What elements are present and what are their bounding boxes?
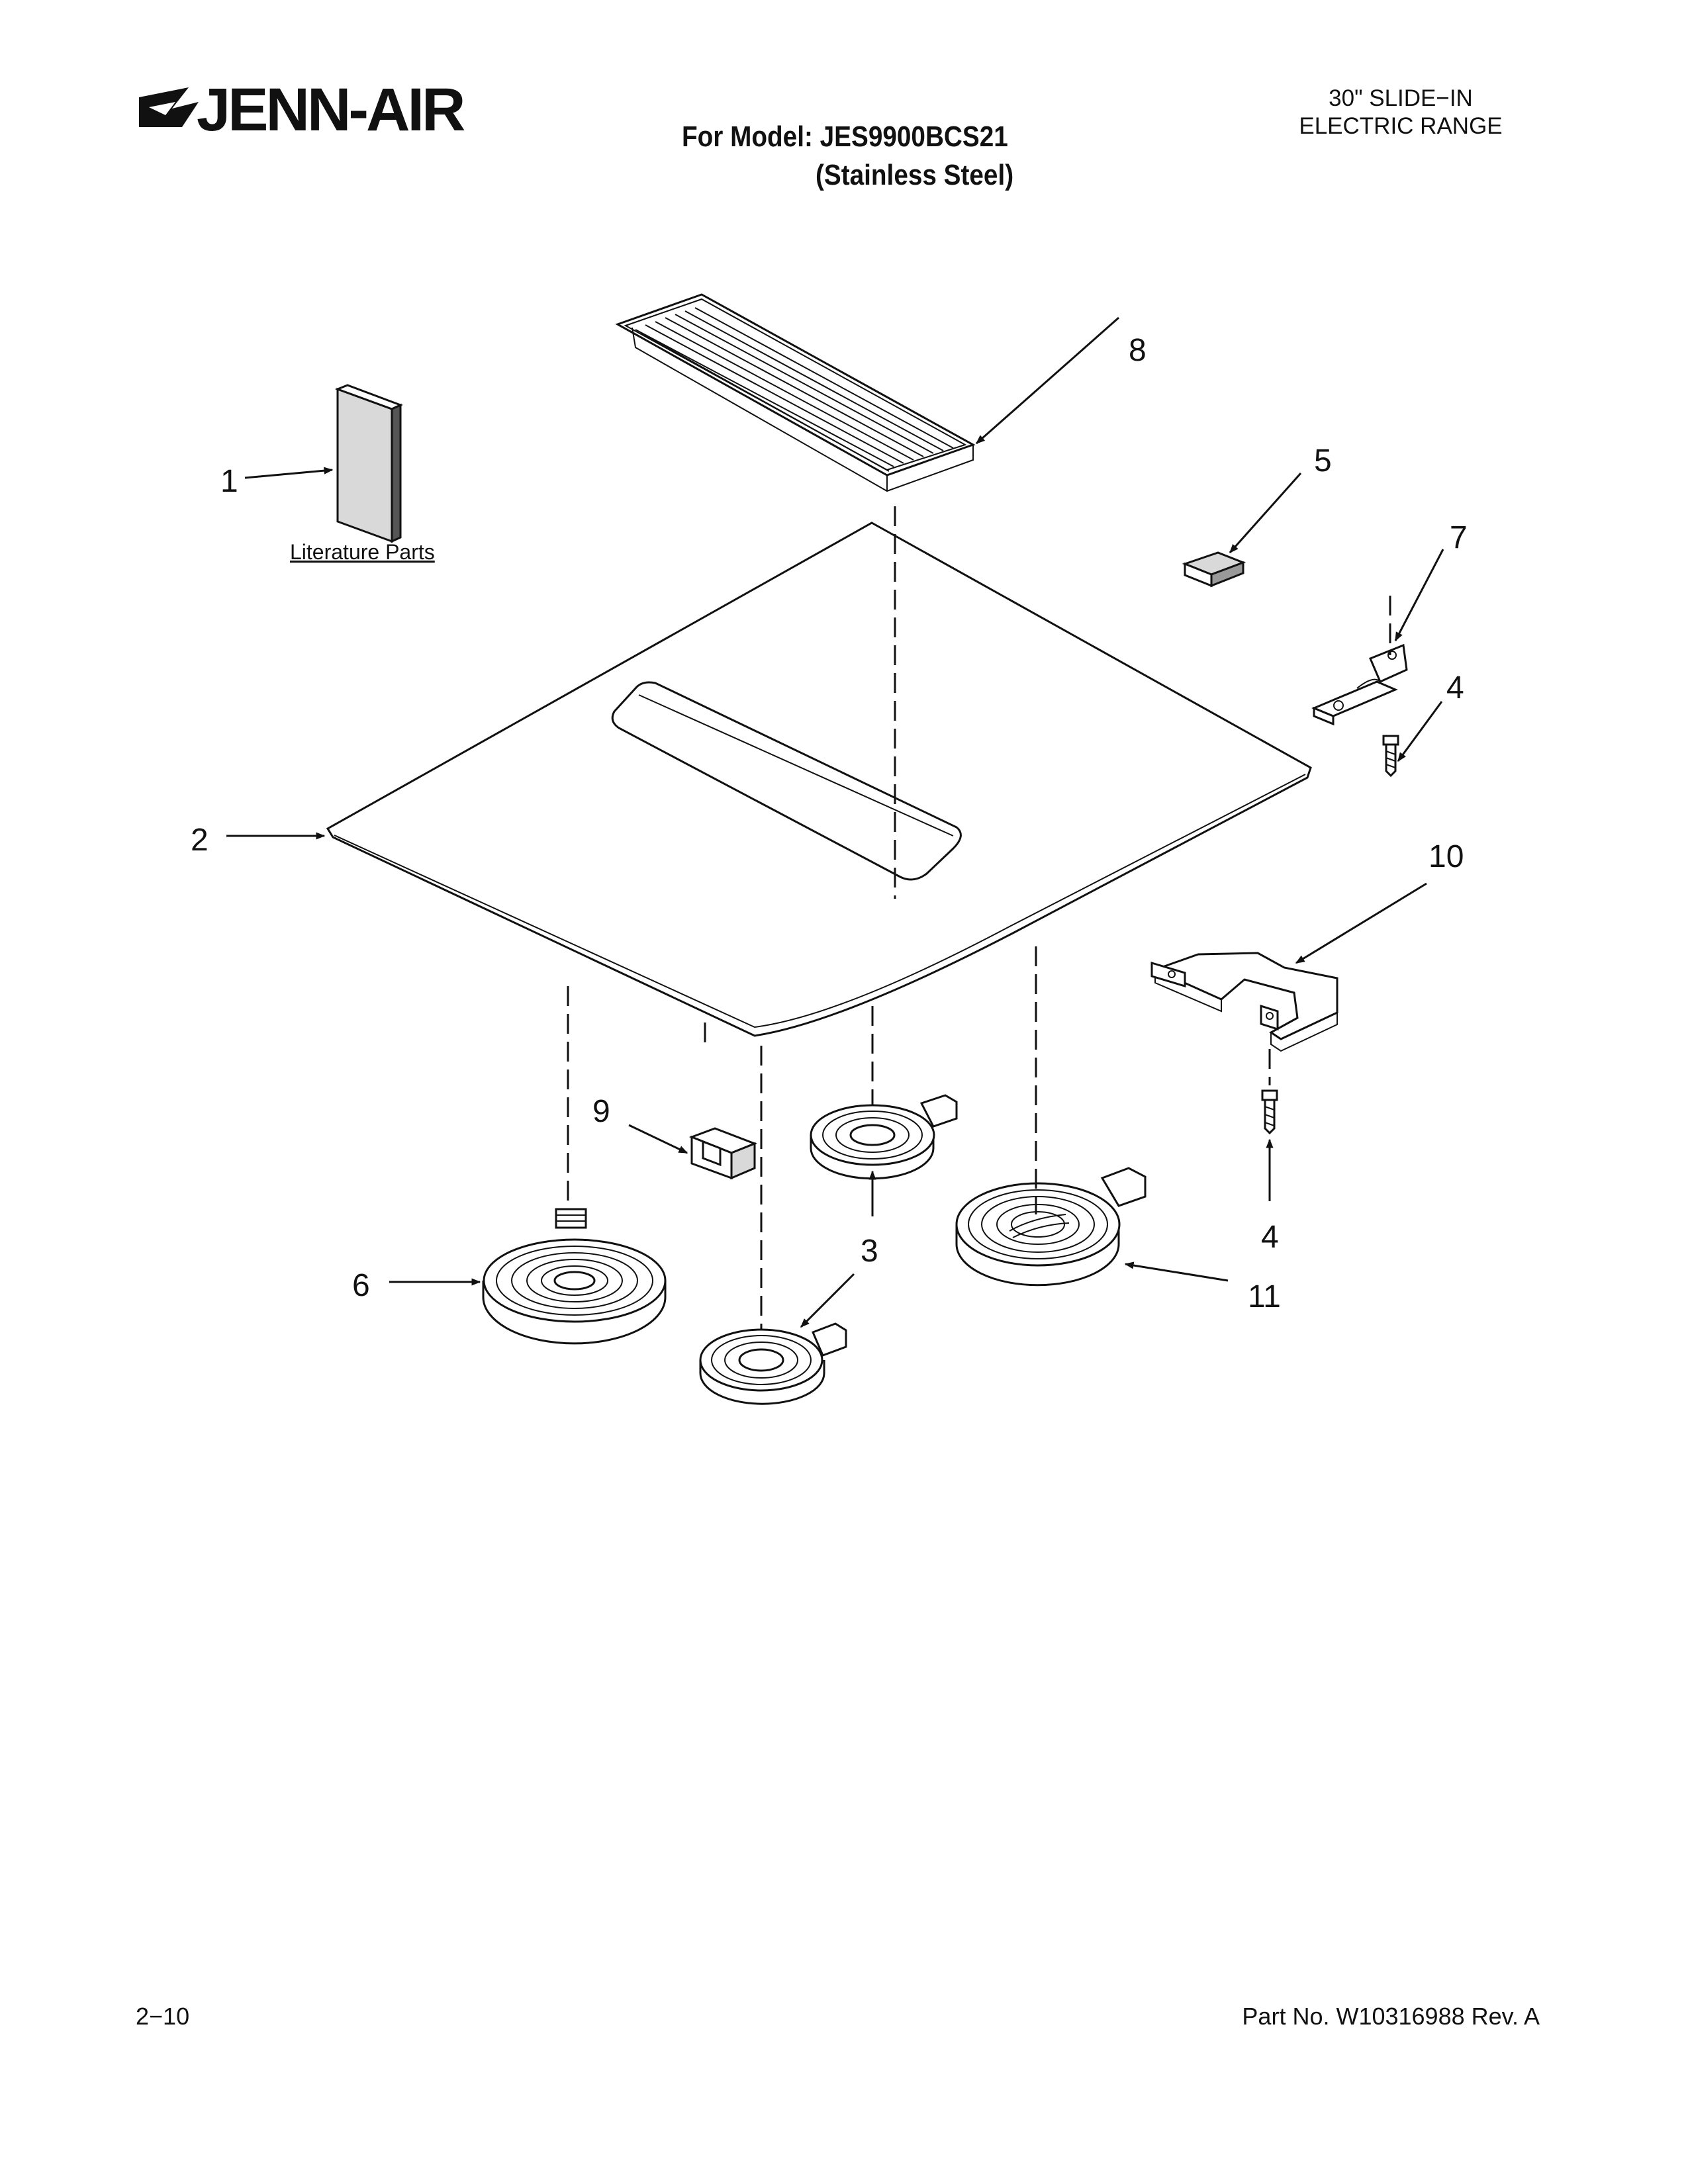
alignment-lines: [567, 506, 1037, 1330]
callout-4-upper: 4: [1446, 670, 1464, 705]
part-number: Part No. W10316988 Rev. A: [1242, 2003, 1540, 2030]
small-radiant-element-lower: [699, 1322, 847, 1405]
shield-bracket: [1150, 952, 1338, 1052]
screw-lower: [1261, 1089, 1278, 1135]
clip-block: [688, 1127, 758, 1180]
pad: [1182, 551, 1246, 588]
literature-parts-caption: Literature Parts: [290, 540, 435, 564]
large-radiant-element: [482, 1208, 667, 1345]
callout-9: 9: [592, 1094, 610, 1129]
model-title: For Model: JES9900BCS21: [682, 120, 1008, 153]
downdraft-vent-grille: [615, 293, 976, 492]
callout-numbers: 1 2 3 3 4 4 5 6 7 8 9 10 11: [191, 333, 1468, 1314]
model-finish: (Stainless Steel): [816, 159, 1014, 191]
brand-logo: JENN-AIR: [139, 76, 467, 144]
callout-7: 7: [1450, 520, 1468, 555]
callout-4-lower: 4: [1261, 1220, 1279, 1255]
callout-3-lower: 3: [861, 1234, 878, 1269]
small-radiant-element-upper: [810, 1094, 958, 1180]
product-type-line-2: ELECTRIC RANGE: [1299, 113, 1503, 139]
callout-5: 5: [1314, 443, 1332, 478]
product-type: 30" SLIDE−IN ELECTRIC RANGE: [1262, 85, 1540, 140]
callout-10: 10: [1429, 839, 1464, 874]
glass-cooktop: [326, 522, 1312, 1037]
product-type-line-1: 30" SLIDE−IN: [1329, 85, 1473, 111]
literature-parts-booklet: [334, 384, 403, 543]
dual-radiant-element: [955, 1167, 1147, 1287]
screw-upper: [1382, 735, 1399, 778]
page-number: 2−10: [136, 2003, 190, 2030]
brand-wordmark: JENN-AIR: [197, 76, 465, 144]
callout-8: 8: [1129, 333, 1147, 368]
mounting-bracket: [1311, 643, 1408, 726]
callout-leaders: [226, 316, 1444, 1328]
callout-11: 11: [1248, 1279, 1281, 1314]
callout-2: 2: [191, 823, 209, 858]
callout-6: 6: [352, 1268, 370, 1303]
jenn-air-logo-mark: [139, 87, 199, 127]
callout-1: 1: [220, 464, 238, 499]
